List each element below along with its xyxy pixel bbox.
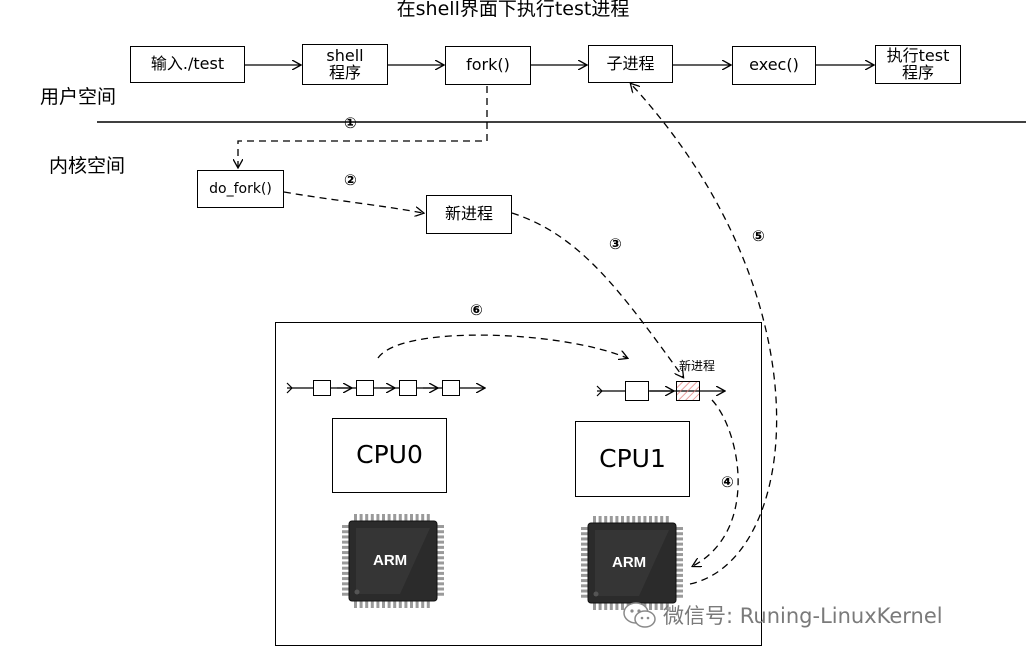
arm-chip-icon: ARM: [579, 514, 685, 612]
step-2-marker: ②: [344, 171, 357, 189]
input-test-box: 输入./test: [130, 46, 245, 83]
dashed-arrow-step-1: [238, 86, 488, 167]
arm-chip-icon: ARM: [340, 512, 446, 610]
cpu0-box: CPU0: [332, 418, 447, 493]
cpu1-label: CPU1: [599, 443, 666, 473]
chip1-label: ARM: [612, 554, 647, 571]
new-process-label: 新进程: [444, 204, 493, 224]
dashed-arrow-step-3: [511, 212, 683, 377]
cpu-container: [275, 322, 762, 646]
do-fork-label: do_fork(): [209, 180, 272, 197]
child-process-box: 子进程: [588, 45, 673, 83]
dashed-arrow-step-2: [283, 191, 423, 213]
shell-label-line1: shell: [326, 45, 364, 65]
user-space-label: 用户空间: [40, 86, 117, 108]
shell-label-line2: 程序: [328, 62, 361, 82]
dashed-arrow-step-6: [377, 334, 627, 358]
step-6-marker: ⑥: [470, 301, 483, 319]
run-test-line1: 执行test: [886, 45, 950, 65]
child-process-label: 子进程: [606, 53, 655, 73]
chip0-label: ARM: [373, 552, 408, 569]
do-fork-box: do_fork(): [197, 170, 284, 208]
cpu1-box: CPU1: [575, 421, 690, 497]
cpu0-label: CPU0: [356, 440, 423, 470]
step-4-marker: ④: [721, 473, 734, 491]
dashed-arrow-step-4: [693, 399, 739, 566]
run-test-line2: 程序: [901, 62, 934, 82]
cpu1-queue-task: [625, 381, 649, 401]
cpu0-queue-task: [313, 380, 331, 396]
fork-label: fork(): [466, 55, 510, 75]
input-test-label: 输入./test: [150, 54, 225, 74]
watermark-text: 微信号: Runing-LinuxKernel: [663, 604, 943, 628]
dashed-arrow-step-5: [631, 84, 778, 585]
queue-new-process-label: 新进程: [679, 359, 716, 373]
fork-box: fork(): [445, 46, 531, 85]
run-test-box: 执行test 程序: [875, 45, 961, 84]
watermark: 微信号: Runing-LinuxKernel: [623, 598, 1023, 632]
shell-program-box: shell 程序: [302, 44, 388, 85]
exec-box: exec(): [732, 46, 816, 85]
cpu0-queue-task: [399, 380, 417, 396]
exec-label: exec(): [749, 55, 799, 75]
diagram-title: 在shell界面下执行test进程: [396, 0, 630, 20]
new-process-box: 新进程: [426, 195, 512, 234]
cpu0-queue-task: [442, 380, 460, 396]
wechat-icon: [623, 602, 656, 628]
cpu1-queue-new-task: [676, 381, 700, 401]
step-5-marker: ⑤: [752, 227, 765, 245]
kernel-space-label: 内核空间: [49, 155, 126, 177]
step-3-marker: ③: [609, 235, 622, 253]
cpu0-queue-task: [356, 380, 374, 396]
step-1-marker: ①: [344, 114, 357, 132]
